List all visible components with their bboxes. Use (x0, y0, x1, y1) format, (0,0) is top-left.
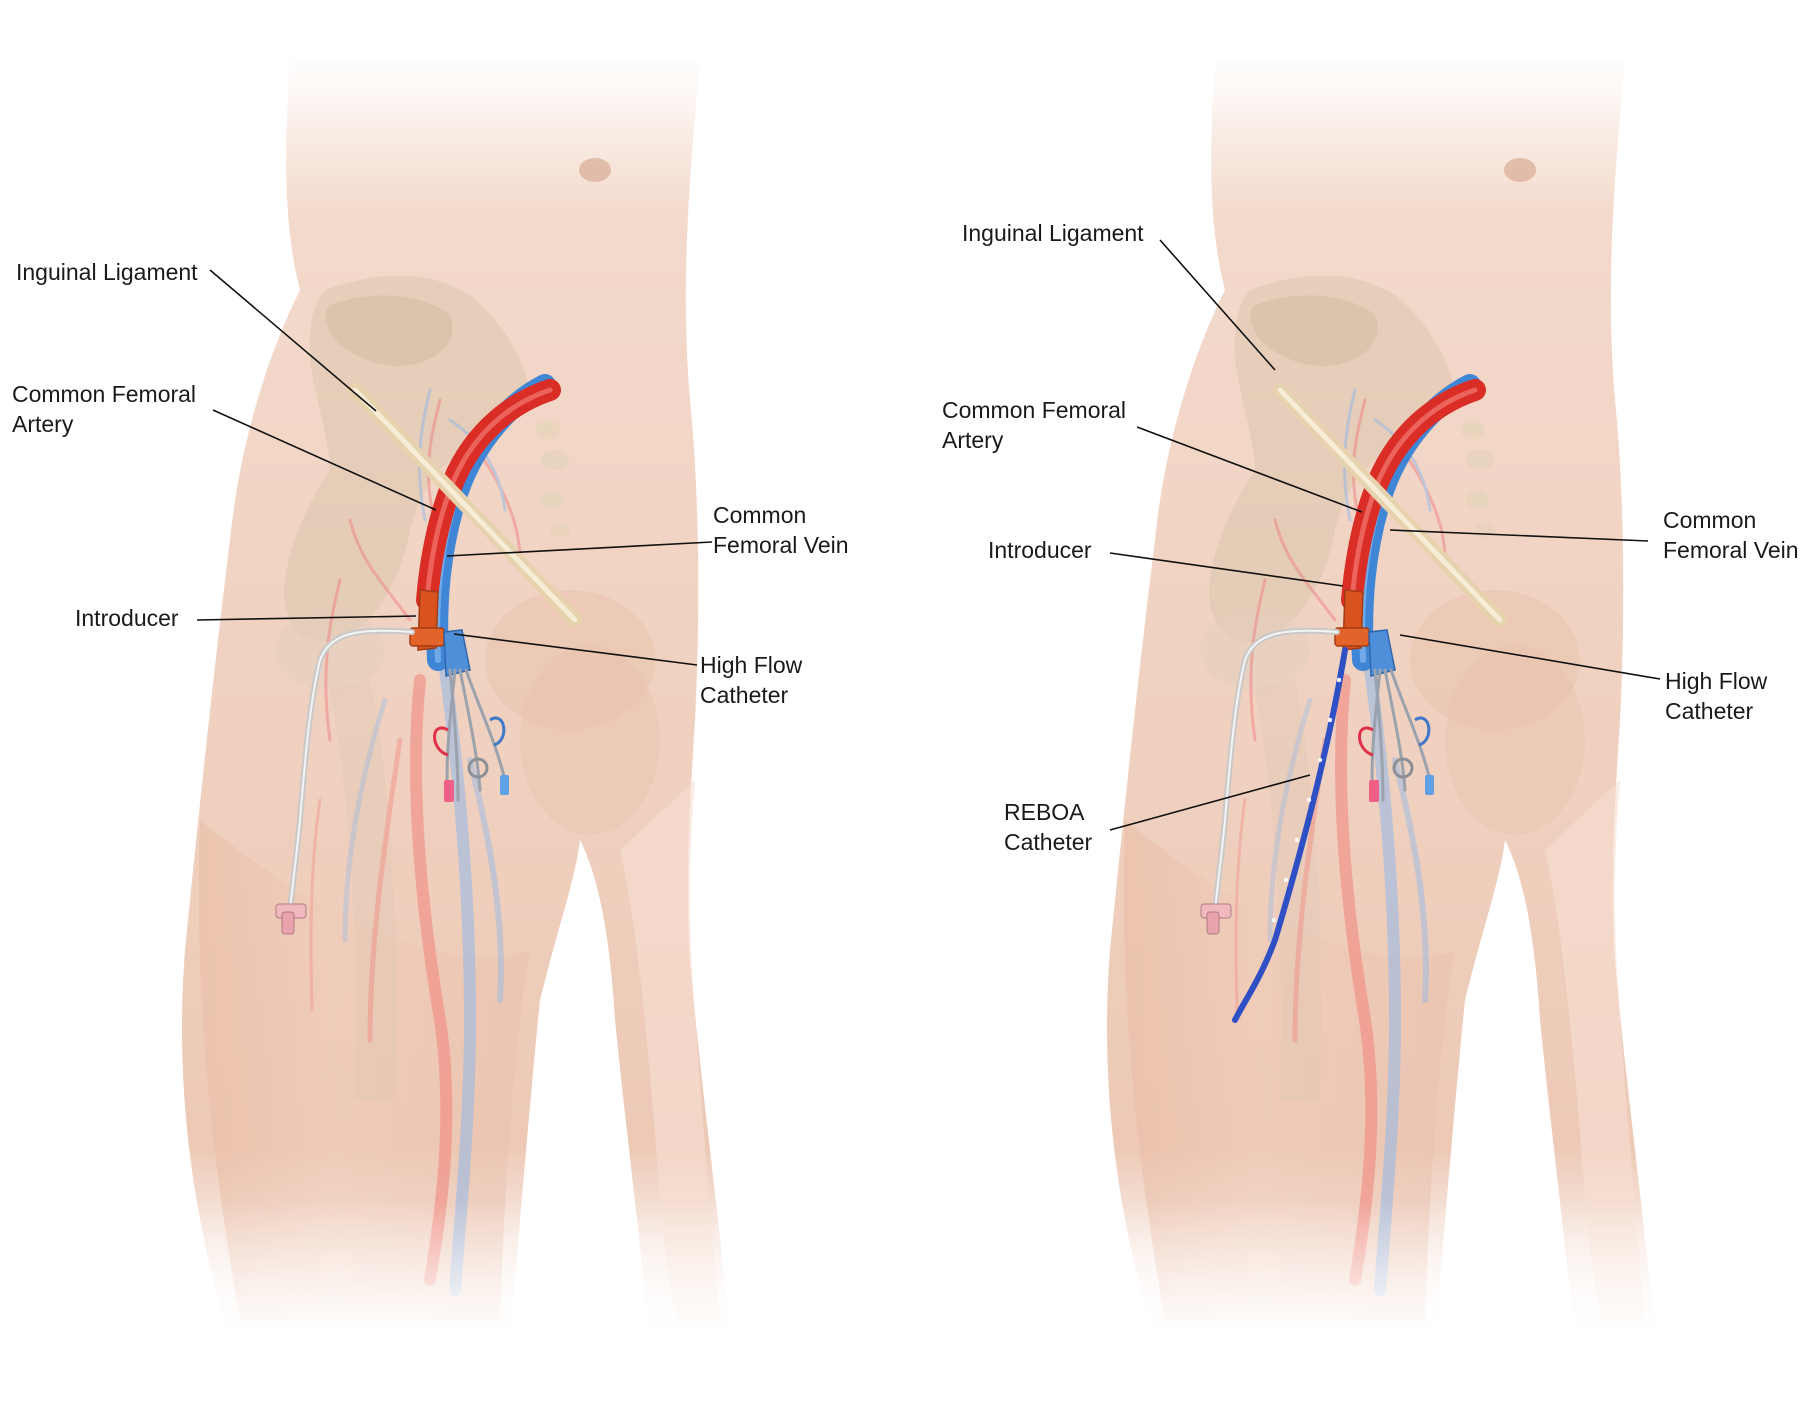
label-reboa-catheter: REBOA (1004, 799, 1085, 825)
label-common-femoral-artery-line2: Artery (12, 411, 74, 437)
label-high-flow-catheter: High Flow (1665, 668, 1768, 694)
label-introducer: Introducer (75, 605, 179, 631)
label-common-femoral-vein-line2: Femoral Vein (713, 532, 849, 558)
panel-left: Inguinal Ligament Common Femoral Artery … (12, 20, 849, 1340)
label-inguinal-ligament: Inguinal Ligament (962, 220, 1144, 246)
label-common-femoral-artery-line2: Artery (942, 427, 1004, 453)
label-common-femoral-artery: Common Femoral (12, 381, 196, 407)
panel-right (1075, 20, 1695, 1340)
label-common-femoral-vein: Common (713, 502, 806, 528)
label-high-flow-catheter-line2: Catheter (700, 682, 789, 708)
label-high-flow-catheter-line2: Catheter (1665, 698, 1754, 724)
label-high-flow-catheter: High Flow (700, 652, 803, 678)
label-common-femoral-artery: Common Femoral (942, 397, 1126, 423)
panel-right-labels: Inguinal Ligament Common Femoral Artery … (942, 220, 1799, 855)
label-reboa-catheter-line2: Catheter (1004, 829, 1093, 855)
label-common-femoral-vein: Common (1663, 507, 1756, 533)
label-common-femoral-vein-line2: Femoral Vein (1663, 537, 1799, 563)
label-introducer: Introducer (988, 537, 1092, 563)
label-inguinal-ligament: Inguinal Ligament (16, 259, 198, 285)
